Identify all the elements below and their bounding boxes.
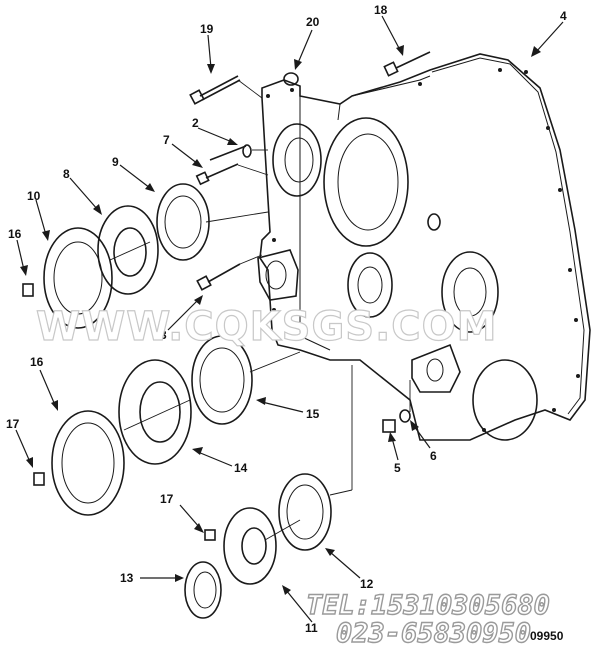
adapter-plate-8 [97,205,159,295]
callout-17-left: 17 [6,417,20,431]
callout-2: 2 [192,116,199,130]
callout-5: 5 [394,461,401,475]
capscrew-19 [189,75,241,105]
gasket-15 [191,335,253,425]
callout-16-lower: 16 [30,355,44,369]
gasket-12 [278,473,332,551]
cover-plate-11 [223,507,277,585]
capscrew-2 [209,144,252,161]
capscrew-1 [196,263,241,291]
callout-4: 4 [560,9,567,23]
callout-11: 11 [305,621,318,635]
callout-10: 10 [27,189,41,203]
nut-20 [283,72,299,86]
plug-5 [382,419,396,433]
callout-16-upper: 16 [8,227,22,241]
callout-labels: 1 2 3 4 5 6 7 8 9 10 11 12 13 14 15 16 1… [6,3,567,635]
callout-leaders [15,15,564,623]
callout-20: 20 [306,15,320,29]
contact-tel: TEL:15310305680 [306,590,550,621]
contact-phone: 023-65830950 [336,618,531,649]
gasket-16-lower [51,410,125,516]
capscrew-7 [195,163,239,186]
callout-9: 9 [112,155,119,169]
capscrew-16-upper [22,283,34,297]
watermark-text: WWW.CQKSGS.COM [36,304,497,350]
callout-18: 18 [374,3,388,17]
capscrew-17-bottom [204,529,216,541]
gasket-10 [43,227,113,329]
callout-14: 14 [234,461,248,475]
callout-7: 7 [163,133,170,147]
oil-seal-13 [184,561,222,619]
capscrew-17-left [33,472,45,486]
gear-housing-cover [257,53,591,441]
seal-retainer-14 [118,359,192,465]
drawing-number: 09950 [530,629,564,643]
gasket-9 [156,183,210,261]
callout-15: 15 [306,407,320,421]
callout-13: 13 [120,571,134,585]
callout-19: 19 [200,22,214,36]
callout-12: 12 [360,577,374,591]
callout-8: 8 [63,167,70,181]
assembly-lines [109,79,411,541]
capscrew-18 [383,51,431,77]
callout-1: 1 [158,325,165,339]
callout-3: 3 [160,328,167,342]
callout-6: 6 [430,449,437,463]
callout-17-bottom: 17 [160,492,174,506]
o-ring-6 [399,409,411,423]
